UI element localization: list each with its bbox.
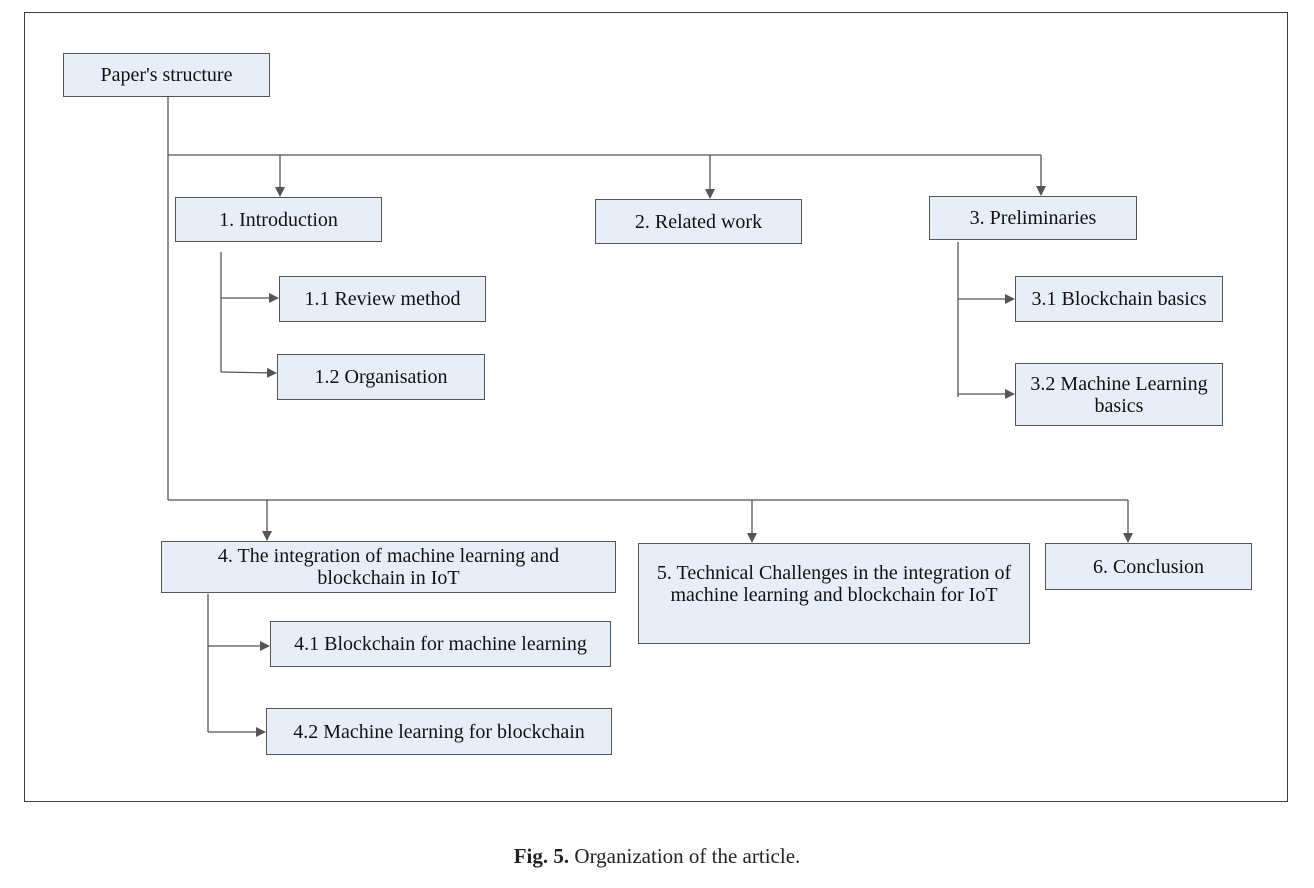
node-technical-challenges: 5. Technical Challenges in the integrati… [638, 543, 1030, 644]
node-label: 1.1 Review method [304, 288, 461, 310]
node-organisation: 1.2 Organisation [277, 354, 485, 400]
node-label: 1.2 Organisation [314, 366, 448, 388]
node-label: 4.1 Blockchain for machine learning [294, 633, 587, 655]
node-label: 2. Related work [634, 210, 763, 233]
node-papers-structure: Paper's structure [63, 53, 270, 97]
node-introduction: 1. Introduction [175, 197, 382, 242]
node-label: 5. Technical Challenges in the integrati… [656, 562, 1012, 606]
node-blockchain-for-ml: 4.1 Blockchain for machine learning [270, 621, 611, 667]
node-ml-basics: 3.2 Machine Learning basics [1015, 363, 1223, 426]
caption-text: Organization of the article. [574, 844, 801, 868]
node-label: 3.2 Machine Learning basics [1030, 372, 1208, 417]
node-review-method: 1.1 Review method [279, 276, 486, 322]
node-label: 1. Introduction [219, 208, 338, 231]
node-related-work: 2. Related work [595, 199, 802, 244]
node-conclusion: 6. Conclusion [1045, 543, 1252, 590]
node-label: 6. Conclusion [1092, 555, 1205, 578]
node-ml-for-blockchain: 4.2 Machine learning for blockchain [266, 708, 612, 755]
node-label: 4.2 Machine learning for blockchain [293, 720, 585, 743]
caption-label: Fig. 5. [513, 844, 570, 868]
node-label: 3.1 Blockchain basics [1031, 288, 1207, 310]
node-label: Paper's structure [100, 64, 233, 86]
node-label: 4. The integration of machine learning a… [217, 545, 560, 589]
arrow-to-organisation [220, 367, 277, 378]
diagram-frame [24, 12, 1288, 802]
node-integration: 4. The integration of machine learning a… [161, 541, 616, 593]
node-preliminaries: 3. Preliminaries [929, 196, 1137, 240]
figure-caption: Fig. 5. Organization of the article. [0, 844, 1314, 869]
node-blockchain-basics: 3.1 Blockchain basics [1015, 276, 1223, 322]
node-label: 3. Preliminaries [969, 207, 1097, 229]
